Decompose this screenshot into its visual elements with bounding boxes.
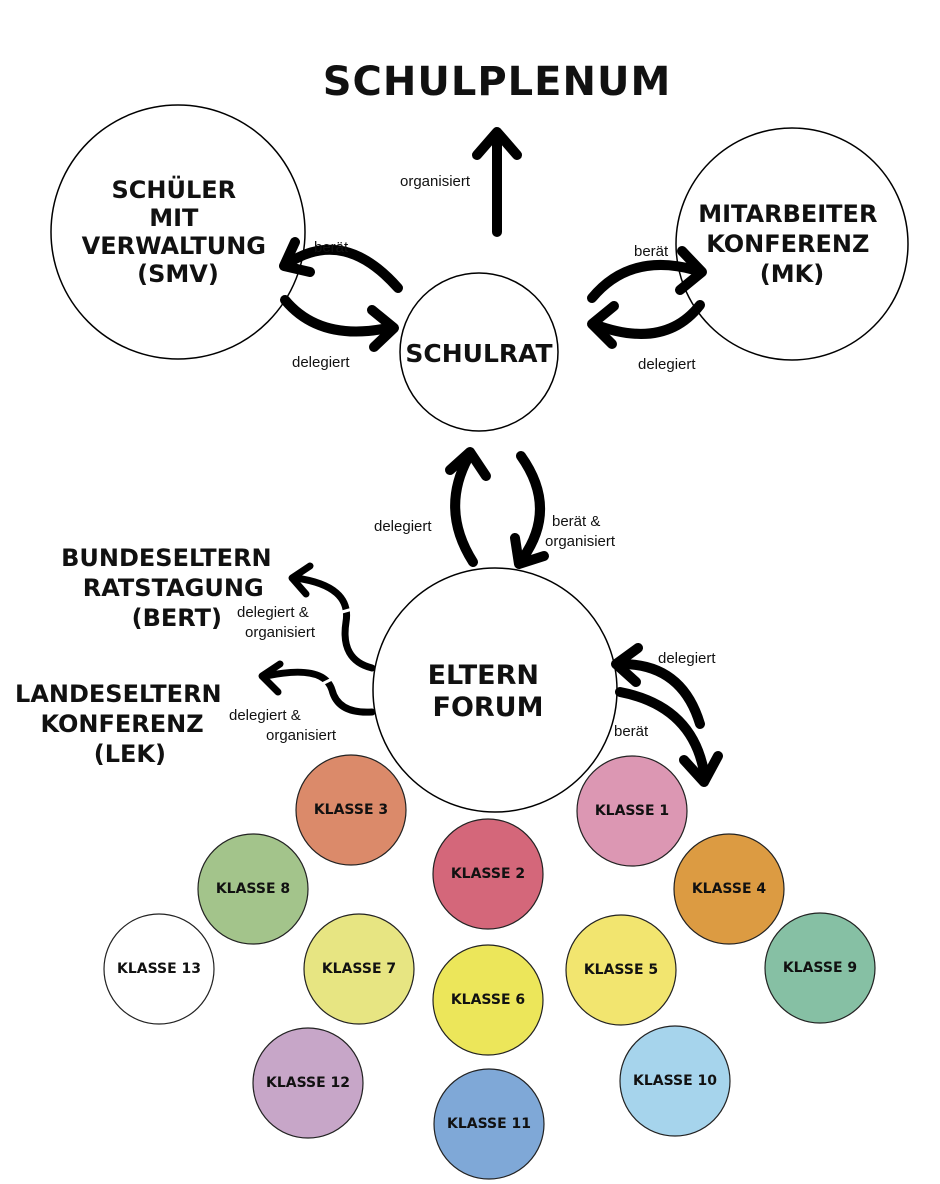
class-9-circle [764,912,876,1024]
title-schulplenum: SCHULPLENUM [323,59,672,105]
class-1: KLASSE 1 [576,755,688,867]
class-13-label: KLASSE 13 [117,961,201,977]
class-13-circle [103,913,215,1025]
class-2-circle [432,818,544,930]
class-1-circle [576,755,688,867]
arrow-smv-to-schulrat [280,295,399,352]
arrow-schulrat-to-mk [587,246,707,303]
label-schulrat-delegiert: delegiert [374,518,432,535]
label-schulrat-berat: berät & organisiert [545,513,616,550]
class-11-circle [433,1068,545,1180]
class-12-circle [252,1027,364,1139]
class-8-label: KLASSE 8 [216,881,290,897]
arrow-organisiert [472,127,522,237]
class-7: KLASSE 7 [303,913,415,1025]
label-bert: delegiert & organisiert [237,604,316,641]
arrow-schulrat-to-smv [279,237,403,293]
class-5: KLASSE 5 [565,914,677,1026]
class-2-label: KLASSE 2 [451,866,525,882]
class-6: KLASSE 6 [432,944,544,1056]
node-smv-label: SCHÜLER MIT VERWALTUNG (SMV) [82,174,275,288]
node-lek-label: LANDESELTERN KONFERENZ (LEK) [15,680,230,768]
arrow-schulrat-to-elternforum [510,451,549,569]
arrow-elternforum-to-schulrat [445,447,491,567]
node-schulrat-circle [399,272,559,432]
label-mk-berat: berät [634,243,669,260]
class-7-label: KLASSE 7 [322,961,396,977]
label-klassen-delegiert: delegiert [658,650,716,667]
class-4-circle [673,833,785,945]
node-elternforum-label: ELTERN FORUM [428,660,549,723]
node-mk-circle [675,127,909,361]
class-9: KLASSE 9 [764,912,876,1024]
class-11: KLASSE 11 [433,1068,545,1180]
arrow-elternforum-to-lek [258,660,376,716]
class-12: KLASSE 12 [252,1027,364,1139]
class-8-circle [197,833,309,945]
class-9-label: KLASSE 9 [783,960,857,976]
class-6-circle [432,944,544,1056]
class-3: KLASSE 3 [295,754,407,866]
class-5-label: KLASSE 5 [584,962,658,978]
label-klassen-berat: berät [614,723,649,740]
class-10-circle [619,1025,731,1137]
node-schulrat-label: SCHULRAT [405,339,552,368]
arrow-klassen-to-elternforum [611,643,705,729]
class-13: KLASSE 13 [103,913,215,1025]
class-1-label: KLASSE 1 [595,803,669,819]
class-12-label: KLASSE 12 [266,1075,350,1091]
class-6-label: KLASSE 6 [451,992,525,1008]
arrow-mk-to-schulrat [587,300,705,349]
class-8: KLASSE 8 [197,833,309,945]
label-smv-delegiert: delegiert [292,354,350,371]
label-lek: delegiert & organisiert [229,707,337,744]
node-smv-circle [50,104,306,360]
class-3-circle [295,754,407,866]
class-2: KLASSE 2 [432,818,544,930]
class-5-circle [565,914,677,1026]
label-mk-delegiert: delegiert [638,356,696,373]
class-3-label: KLASSE 3 [314,802,388,818]
node-mk-label: MITARBEITER KONFERENZ (MK) [698,200,886,288]
class-11-label: KLASSE 11 [447,1116,531,1132]
arrow-elternforum-to-klassen [615,687,723,787]
class-10-label: KLASSE 10 [633,1073,717,1089]
class-7-circle [303,913,415,1025]
arrow-elternforum-to-bert [288,562,376,672]
node-bert-label: BUNDESELTERN RATSTAGUNG (BERT) [61,544,280,632]
class-circles: KLASSE 1 KLASSE 2 KLASSE 3 KLASSE 4 KLAS… [103,754,876,1180]
class-4: KLASSE 4 [673,833,785,945]
label-smv-berat: berät [314,239,349,256]
label-organisiert: organisiert [400,173,471,190]
class-10: KLASSE 10 [619,1025,731,1137]
class-4-label: KLASSE 4 [692,881,767,897]
